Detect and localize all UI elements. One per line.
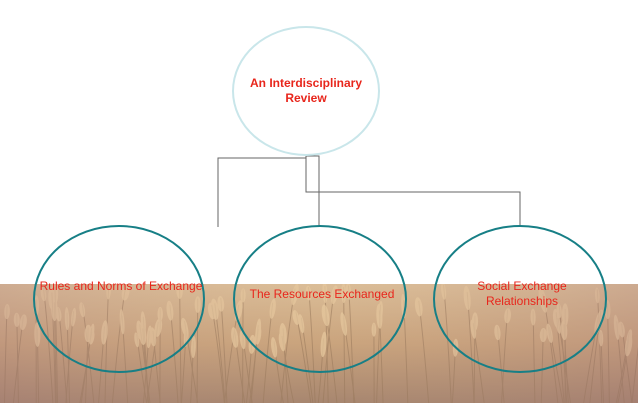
child-node-social-exchange: Social Exchange Relationships <box>433 225 607 373</box>
root-node-circle: An Interdisciplinary Review <box>232 26 380 156</box>
child-node-resources-exchanged: The Resources Exchanged <box>233 225 407 373</box>
child-node-label: Social Exchange Relationships <box>477 279 567 308</box>
child-node-rules-and-norms: Rules and Norms of Exchange <box>33 225 205 373</box>
connector-root-to-rules <box>217 156 307 227</box>
root-node-label: An Interdisciplinary Review <box>249 76 363 105</box>
child-node-label: The Resources Exchanged <box>249 287 395 301</box>
connector-root-to-relationships <box>305 156 521 227</box>
connector-root-to-resources <box>306 155 320 227</box>
child-node-label: Rules and Norms of Exchange <box>39 279 203 293</box>
